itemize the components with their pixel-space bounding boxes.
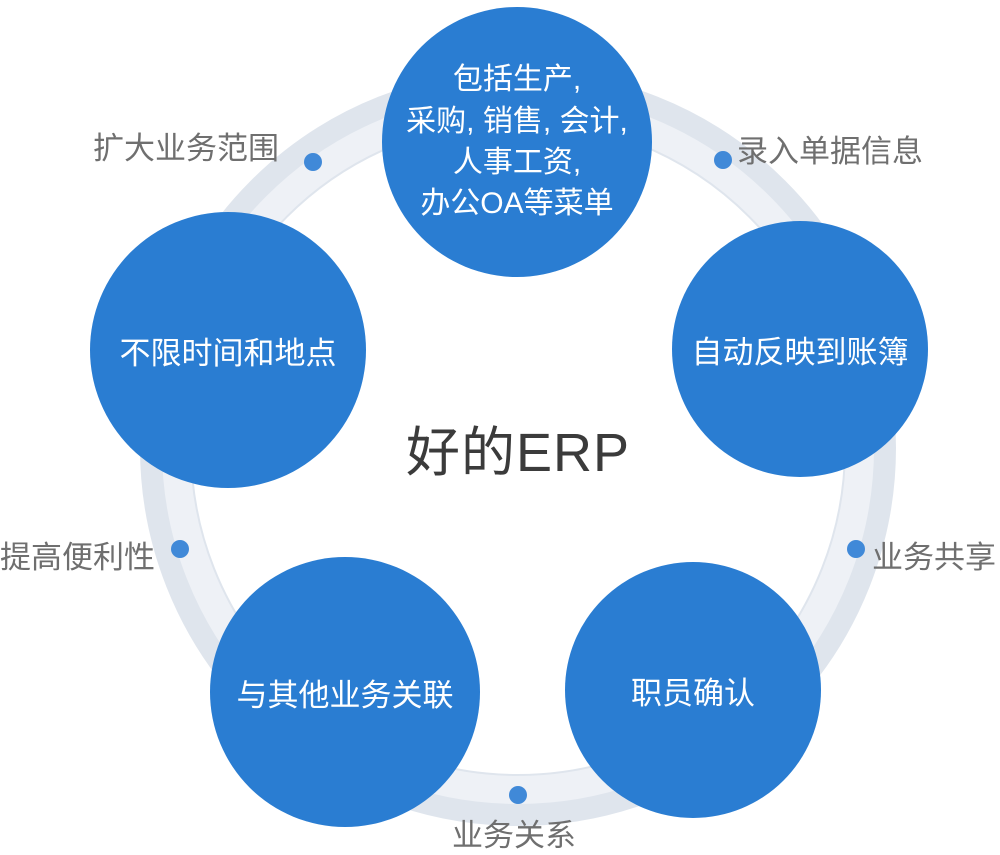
circle-menus-text: 包括生产, 采购, 销售, 会计, 人事工资, 办公OA等菜单	[382, 59, 652, 225]
circle-ledger: 自动反映到账簿	[672, 221, 928, 477]
circle-menus-line: 办公OA等菜单	[420, 187, 614, 221]
connector-dot-business-sharing	[847, 540, 865, 558]
circle-anytime: 不限时间和地点	[90, 212, 366, 488]
circle-menus-line: 人事工资,	[452, 146, 582, 179]
label-business-relations: 业务关系	[452, 818, 576, 853]
connector-dot-expand-scope	[304, 153, 322, 171]
center-title: 好的ERP	[405, 423, 631, 483]
circle-menus-line: 包括生产,	[452, 63, 582, 97]
connector-dot-convenience	[171, 540, 189, 558]
label-business-sharing: 业务共享	[872, 540, 996, 575]
circle-link-other: 与其他业务关联	[210, 557, 480, 827]
circle-menus-line: 采购, 销售, 会计,	[406, 104, 628, 138]
circle-staff-confirm: 职员确认	[565, 562, 821, 818]
circle-anytime-text: 不限时间和地点	[119, 335, 337, 371]
circle-staff-confirm-text: 职员确认	[631, 675, 755, 711]
circle-link-other-text: 与其他业务关联	[236, 677, 454, 713]
connector-dot-enter-documents	[714, 151, 732, 169]
circle-ledger-text: 自动反映到账簿	[691, 334, 909, 370]
connector-dot-business-relations	[509, 786, 527, 804]
label-expand-scope: 扩大业务范围	[93, 131, 279, 166]
circle-menus: 包括生产, 采购, 销售, 会计, 人事工资, 办公OA等菜单	[382, 7, 652, 277]
label-enter-documents: 录入单据信息	[737, 134, 923, 169]
label-convenience: 提高便利性	[0, 540, 155, 575]
